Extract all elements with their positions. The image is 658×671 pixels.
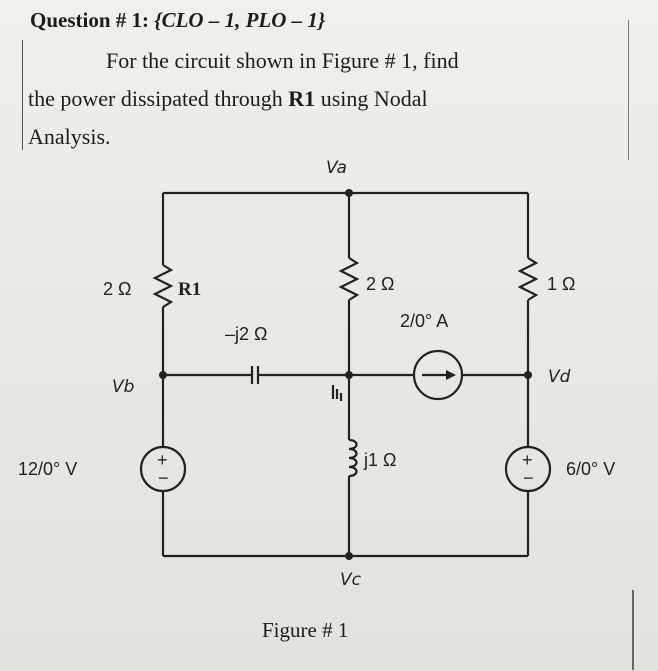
- current-source-value: 2/0° A: [400, 311, 448, 331]
- node-label-vd: Vd: [548, 367, 571, 387]
- node-label-va: Va: [326, 158, 347, 178]
- question-line-3: Analysis.: [28, 124, 111, 149]
- node-dot-center: [345, 371, 353, 379]
- middle-resistor-value: 2 Ω: [366, 274, 394, 294]
- inductor: [348, 438, 358, 478]
- inductor-value: j1 Ω: [363, 450, 396, 470]
- center-scribble: [331, 385, 343, 401]
- question-line-1: For the circuit shown in Figure # 1, fin…: [106, 48, 459, 73]
- right-source-minus: −: [523, 468, 534, 488]
- left-resistor-r1: [152, 264, 174, 308]
- figure-caption: Figure # 1: [262, 618, 349, 642]
- right-resistor-value: 1 Ω: [547, 274, 575, 294]
- right-resistor: [517, 257, 539, 301]
- left-source-minus: −: [158, 468, 169, 488]
- margin-line: [22, 40, 23, 150]
- capacitor-value: –j2 Ω: [225, 324, 267, 344]
- question-heading: Question # 1: {CLO – 1, PLO – 1}: [30, 8, 325, 33]
- margin-line: [628, 20, 629, 160]
- node-dot-va: [345, 189, 353, 197]
- question-number: Question # 1:: [30, 8, 150, 32]
- question-text: For the circuit shown in Figure # 1, fin…: [28, 42, 588, 156]
- right-source-value: 6/0° V: [566, 459, 615, 479]
- question-line-2-pre: the power dissipated through: [28, 86, 289, 111]
- node-dot-vb: [159, 371, 167, 379]
- left-source-plus: +: [157, 450, 168, 470]
- question-line-2-post: using Nodal: [315, 86, 428, 111]
- clo-plo-tag: {CLO – 1, PLO – 1}: [154, 8, 326, 32]
- node-label-vc: Vc: [340, 570, 362, 590]
- r1-label: R1: [178, 279, 201, 300]
- left-resistor-value: 2 Ω: [103, 279, 131, 299]
- middle-resistor: [338, 257, 360, 301]
- margin-line: [632, 590, 634, 670]
- left-source-value: 12/0° V: [18, 459, 77, 479]
- right-source-plus: +: [522, 450, 533, 470]
- current-arrow-icon: [446, 370, 456, 380]
- question-line-2: the power dissipated through R1 using No…: [28, 80, 588, 118]
- node-dot-vd: [524, 371, 532, 379]
- question-r1-ref: R1: [288, 86, 316, 111]
- node-dot-vc: [345, 552, 353, 560]
- node-label-vb: Vb: [112, 377, 134, 397]
